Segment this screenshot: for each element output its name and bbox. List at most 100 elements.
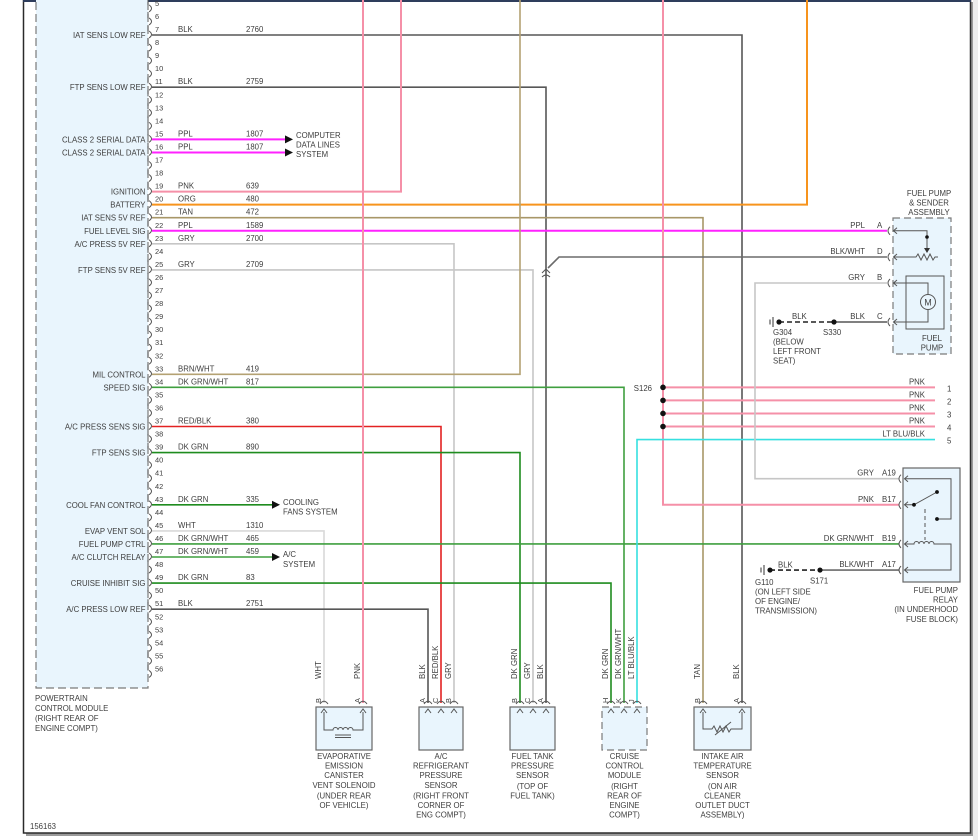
pcm-pin-number: 39 [155,443,163,452]
thermistor-arrow-icon [714,721,732,736]
wire-color-label: GRY [848,273,866,282]
pcm-pin-connector-icon [147,599,152,613]
component-name: CRUISE [610,752,639,761]
pcm-pin-connector-icon [147,351,152,365]
component-name: TEMPERATURE [693,762,751,771]
relay-coil-icon [905,540,952,571]
pcm-pin-label: A/C PRESS SENS SIG [65,423,146,432]
external-system-label: COOLING [283,498,319,507]
pcm-pin-connector-icon [147,625,152,639]
pcm-pin-label: FUEL LEVEL SIG [84,227,145,236]
pcm-pin-number: 12 [155,90,163,99]
wire-color-label: PNK [909,390,926,399]
connector-icon [358,700,368,705]
pcm-pin-connector-icon [147,116,152,130]
pcm-pin-number: 11 [155,77,163,86]
component-pin-letter: B [444,698,453,703]
pcm-pin-label: SPEED SIG [103,383,145,392]
wire-pcm-pin-37 [152,425,442,703]
pcm-pin-number: 41 [155,469,163,478]
sender-junction-dot [925,235,929,239]
circuit-number: 817 [246,377,259,386]
pcm-pin-connector-icon [147,664,152,678]
component-pin-letter: A [732,698,741,703]
pcm-pin-connector-icon [147,533,152,548]
pcm-pin-number: 42 [155,482,163,491]
pcm-pin-number: 29 [155,312,163,321]
component-pin-letter: B [314,698,323,703]
connector-icon [887,317,891,327]
connector-icon [528,700,538,705]
pcm-pin-number: 47 [155,547,163,556]
pcm-pin-connector-icon [147,638,152,652]
pcm-pin-number: 21 [155,208,163,217]
pin-terminal-icon [699,708,707,714]
external-system-label: SYSTEM [296,150,328,159]
component-name: CONTROL [605,762,644,771]
relay-pivot-dot [912,502,916,507]
connector-icon [619,700,629,705]
wire-color-label: DK GRN/WHT [178,534,228,543]
pcm-pin-connector-icon [147,455,152,470]
wire-color-label: BLK/WHT [830,247,865,256]
wire-pcm-pin-23 [152,243,455,703]
pcm-pin-connector-icon [147,364,152,378]
component-name: VENT SOLENOID [312,781,375,790]
wire-pcm-pin-45 [152,530,325,703]
pcm-pin-connector-icon [147,416,152,430]
pcm-pin-label: IAT SENS 5V REF [81,214,146,223]
circuit-number: 335 [246,495,260,504]
wire-color-label: TAN [693,664,702,679]
pcm-pin-number: 37 [155,417,163,426]
pcm-pin-number: 27 [155,286,163,295]
pin-terminal-icon [903,501,909,509]
pcm-pin-number: 20 [155,195,163,204]
fuel-pump-relay-label: (IN UNDERHOOD [894,605,958,614]
wire-color-label: DK GRN/WHT [178,547,228,556]
connector-icon [319,700,329,705]
fuel-pump-sender-title: ASSEMBLY [908,208,950,217]
diagram-frame [22,0,972,834]
connector-icon [887,226,891,236]
ground-id: G110 [755,578,774,587]
component-pin-letter: H [601,698,610,703]
pin-terminal-icon [892,253,898,261]
component-name: INTAKE AIR [701,752,744,761]
relay-blade-tip-dot [935,490,939,494]
circuit-number: 2751 [246,599,263,608]
pcm-pin-connector-icon [147,560,152,574]
pcm-pin-label: IGNITION [111,188,146,197]
pcm-pin-number: 31 [155,338,163,347]
connector-icon [541,700,551,705]
component-name: SENSOR [706,771,739,780]
pcm-pin-connector-icon [147,259,152,274]
fuel-tank-pressure-sensor-box [509,706,556,751]
pcm-pin-connector-icon [147,612,152,626]
fuel-pump-sender-title: FUEL PUMP [907,189,951,198]
splice-s126-dot [660,397,666,404]
pcm-pin-connector-icon [147,286,152,300]
wire-color-label: BRN/WHT [178,364,215,373]
wire-color-label: BLK [850,312,866,321]
component-name: CANISTER [324,771,364,780]
pcm-pin-connector-icon [147,586,152,600]
wire-color-label: BLK [178,599,194,608]
wire-color-label: BLK/WHT [839,560,874,569]
pcm-pin-number: 18 [155,169,163,178]
pcm-pin-connector-icon [147,103,152,117]
pcm-pin-connector-icon [147,220,152,235]
pcm-pin-number: 50 [155,586,163,595]
pcm-pin-number: 22 [155,221,163,230]
circuit-number: 380 [246,417,260,426]
relay-pin-letter: A19 [882,469,896,478]
module-boxes-layer [35,0,961,751]
component-pin-letter: B [510,698,519,703]
wire-color-label: PPL [178,129,193,138]
connector-icon [898,539,902,549]
pcm-pin-connector-icon [147,325,152,339]
ground-location: TRANSMISSION) [755,607,817,616]
pcm-pin-number: 44 [155,508,163,517]
wire-color-label: PNK [909,417,926,426]
wire-pcm-pin-34 [152,386,625,703]
